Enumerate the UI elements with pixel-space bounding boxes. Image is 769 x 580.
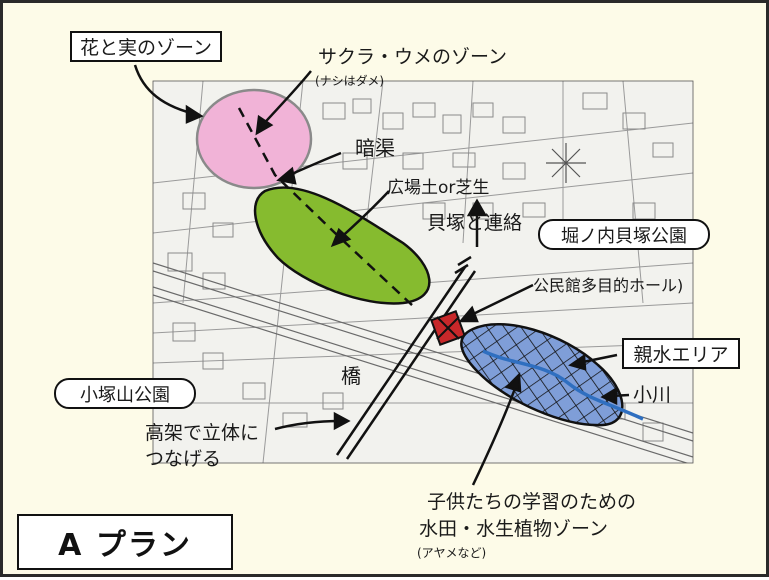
community-hall-label: 公民館多目的ホール) [533,276,683,295]
plaza-zone [253,186,431,305]
kozukayama-park-label: 小塚山公園 [80,385,170,406]
stream-label: 小川 [633,384,671,406]
flower-fruit-zone-label: 花と実のゾーン [80,37,212,59]
shell-mound-link-label: 貝塚と連絡 [427,212,522,234]
bridge-label: 橋 [341,364,361,388]
culvert-line [237,107,414,307]
culvert-label: 暗渠 [355,136,395,160]
community-hall-marker [430,310,466,346]
children-zone-line2: 水田・水生植物ゾーン [419,518,608,540]
arrows [133,64,630,486]
waterside-area-label: 親水エリア [633,344,728,366]
compass-icon [546,143,586,183]
no-pear-note: (ナシはダメ) [315,73,384,88]
horinouchi-park-label: 堀ノ内貝塚公園 [561,226,687,247]
sakura-ume-zone-label: サクラ・ウメのゾーン [318,46,507,68]
iris-note: (アヤメなど) [417,546,486,560]
children-zone-line1: 子供たちの学習のための [427,491,636,513]
waterside-zone [460,322,644,427]
horinouchi-park-label-box [538,219,710,250]
stream-line [482,349,644,421]
flower-fruit-zone-label-box [70,31,222,62]
flower-fruit-zone [195,88,313,190]
bridge [335,255,477,460]
map-buildings [167,92,674,442]
plaza-label: 広場土or芝生 [387,178,489,198]
elevated-note-line2: つなげる [145,448,221,470]
kozukayama-park-label-box [54,378,196,409]
plan-title: A プラン [17,514,233,570]
waterside-area-label-box [622,338,740,369]
site-map: 花と実のゾーン サクラ・ウメのゾーン (ナシはダメ) 暗渠 広場土or芝生 貝塚… [54,31,740,560]
elevated-note-line1: 高架で立体に [145,422,259,444]
